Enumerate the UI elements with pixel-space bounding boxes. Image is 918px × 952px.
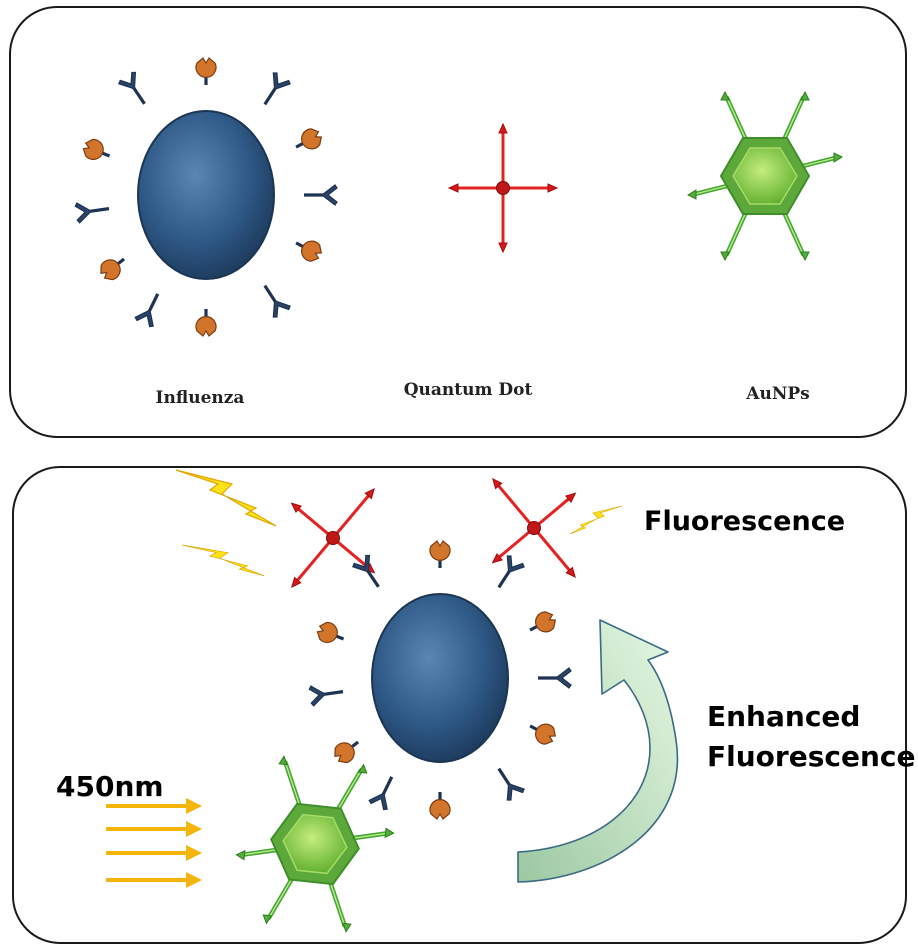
- fluorescence-label: Fluorescence: [644, 506, 846, 537]
- lightning-icon: [175, 469, 277, 527]
- influenza-virus-icon: [75, 58, 337, 336]
- quantum-dot-icon: [449, 442, 619, 614]
- curved-arrow-icon: [517, 619, 679, 883]
- wavelength-label: 450nm: [56, 770, 164, 803]
- excitation-arrow-icon: [104, 819, 204, 839]
- gold-nanoparticle-icon: [688, 92, 842, 260]
- quantum-dot-icon: [248, 452, 418, 624]
- lightning-icon: [569, 505, 623, 535]
- quantum-dot-label: Quantum Dot: [403, 380, 533, 400]
- excitation-arrow-icon: [104, 843, 204, 863]
- influenza-virus-icon: [309, 541, 571, 819]
- quantum-dot-icon: [447, 122, 559, 254]
- aunps-label: AuNPs: [746, 384, 810, 404]
- enhanced-label-line1: Enhanced: [707, 700, 861, 733]
- lightning-icon: [181, 544, 265, 577]
- influenza-label: Influenza: [155, 388, 245, 408]
- excitation-arrow-icon: [104, 870, 204, 890]
- gold-nanoparticle-icon: [230, 752, 401, 935]
- enhanced-label-line2: Fluorescence: [707, 740, 916, 773]
